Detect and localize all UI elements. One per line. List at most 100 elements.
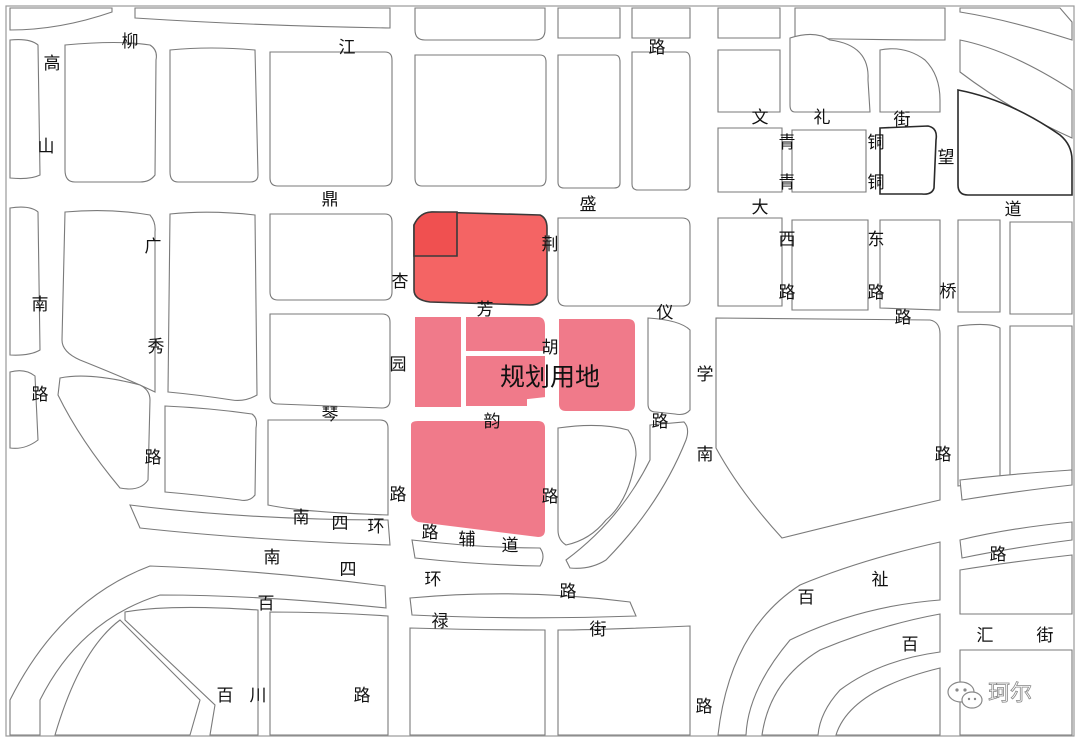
city-block [557, 625, 691, 736]
city-block [414, 7, 546, 41]
road-label-char: 路 [779, 283, 796, 303]
road-label-char: 青 [779, 173, 796, 193]
road-label-char: 百 [217, 686, 234, 706]
city-block [631, 7, 691, 39]
road-label-char: 街 [894, 110, 911, 130]
city-block [959, 649, 1073, 736]
road-label-char: 芳 [477, 300, 494, 320]
road-label-char: 路 [422, 523, 439, 543]
road-label-char: 路 [32, 385, 49, 405]
road-label-char: 路 [935, 445, 952, 465]
city-block [789, 33, 871, 113]
watermark: 珂尔 [947, 681, 1032, 709]
city-block [959, 39, 1073, 139]
planned-parcel [464, 315, 547, 353]
road-label-char: 路 [354, 686, 371, 706]
road-label-char: 盛 [580, 195, 597, 215]
city-block [717, 217, 783, 307]
road-label-char: 东 [868, 230, 885, 250]
road-label-char: 韵 [484, 412, 501, 432]
city-block [557, 7, 621, 39]
road-labels: 柳江路高山鼎盛大道文礼街青铜青铜望桥广秀路南路杏园路芳韵荆胡路仪学南路西路东路路… [32, 32, 1054, 717]
city-block [124, 606, 259, 736]
planned-parcel [413, 211, 458, 257]
city-block [9, 39, 41, 180]
city-block [647, 317, 691, 416]
planned-parcel [413, 315, 463, 409]
road-label-char: 禄 [432, 612, 449, 632]
city-block [717, 49, 781, 113]
road-label-char: 街 [1037, 626, 1054, 646]
city-block [414, 54, 547, 187]
road-label-char: 路 [390, 485, 407, 505]
city-block [9, 7, 113, 31]
road-label-char: 江 [339, 38, 356, 58]
city-block [269, 213, 393, 301]
city-block [957, 219, 1001, 313]
road-label-char: 学 [697, 365, 714, 385]
city-block [879, 125, 938, 195]
road-label-char: 南 [293, 508, 310, 528]
road-label-char: 路 [542, 487, 559, 507]
planned-site [409, 211, 637, 540]
city-block [9, 565, 387, 736]
city-block [879, 219, 941, 311]
road-label-char: 路 [649, 38, 666, 58]
city-block [54, 619, 201, 736]
road-label-char: 南 [264, 548, 281, 568]
city-block [409, 627, 546, 736]
city-block [164, 405, 258, 501]
road-label-char: 胡 [542, 338, 559, 358]
road-label-char: 路 [990, 545, 1007, 565]
city-block [717, 7, 781, 39]
road-label-char: 望 [938, 148, 955, 168]
road-label-char: 琴 [322, 405, 339, 425]
city-block [1009, 325, 1073, 477]
city-block [9, 206, 41, 356]
road-label-char: 大 [752, 198, 769, 218]
road-label-char: 杏 [392, 272, 409, 292]
city-block [267, 419, 389, 516]
road-label-char: 桥 [940, 282, 957, 302]
city-block [557, 54, 621, 189]
city-block [1009, 221, 1073, 315]
road-label-char: 山 [38, 137, 55, 157]
city-block [269, 51, 393, 187]
road-label-char: 路 [696, 697, 713, 717]
city-block [959, 554, 1073, 615]
road-label-char: 鼎 [322, 190, 339, 210]
city-block [64, 41, 157, 183]
road-label-char: 四 [340, 560, 357, 580]
city-block [835, 667, 941, 736]
road-label-char: 祉 [872, 570, 889, 590]
planned-parcel [464, 354, 547, 408]
road-label-char: 广 [145, 237, 162, 257]
city-block [269, 611, 389, 736]
city-block [57, 375, 151, 490]
city-block [411, 539, 544, 567]
city-block [791, 219, 869, 311]
city-blocks [9, 7, 1073, 736]
road-label-char: 汇 [977, 626, 994, 646]
city-block [631, 51, 691, 191]
city-block [959, 469, 1073, 501]
road-label-char: 道 [1005, 200, 1022, 220]
city-block [957, 89, 1073, 196]
planned-parcel [409, 419, 547, 540]
city-block [957, 323, 1001, 487]
city-block [269, 313, 391, 409]
road-label-char: 百 [258, 594, 275, 614]
road-label-char: 川 [250, 686, 267, 706]
road-label-char: 路 [895, 308, 912, 328]
road-label-char: 百 [798, 588, 815, 608]
road-label-char: 街 [590, 620, 607, 640]
road-label-char: 文 [752, 108, 769, 128]
city-block [959, 521, 1073, 559]
road-label-char: 环 [425, 570, 442, 590]
planned-parcel [557, 317, 637, 413]
road-label-char: 西 [779, 230, 796, 250]
road-label-char: 南 [697, 445, 714, 465]
road-label-char: 仪 [657, 303, 674, 323]
road-label-char: 园 [390, 355, 407, 375]
